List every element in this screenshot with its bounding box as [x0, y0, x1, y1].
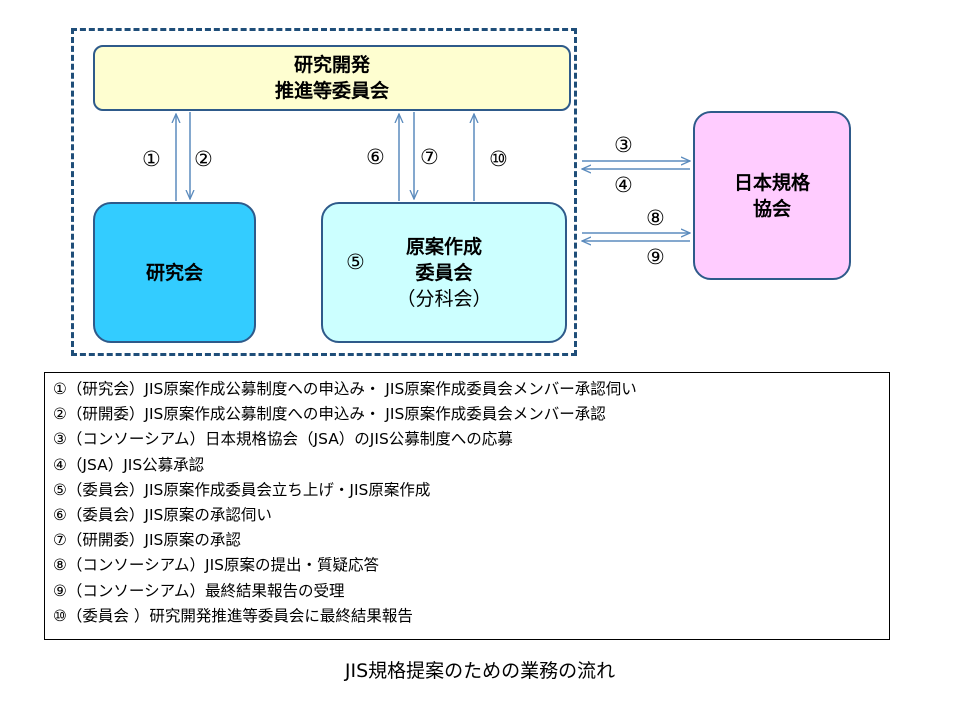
drafting-step-number: ⑤ — [346, 250, 365, 274]
legend-item-2: ②（研開委）JIS原案作成公募制度への申込み・ JIS原案作成委員会メンバー承認 — [53, 405, 606, 424]
arrow-label-8: ⑧ — [646, 206, 665, 230]
arrow-label-2: ② — [194, 147, 213, 171]
legend-item-10: ⑩（委員会 ）研究開発推進等委員会に最終結果報告 — [53, 606, 413, 625]
legend-item-8: ⑧（コンソーシアム）JIS原案の提出・質疑応答 — [53, 556, 379, 575]
legend-item-5: ⑤（委員会）JIS原案作成委員会立ち上げ・JIS原案作成 — [53, 480, 431, 499]
legend-item-7: ⑦（研開委）JIS原案の承認 — [53, 531, 241, 550]
drafting-committee-box: 原案作成 委員会 （分科会） — [321, 202, 567, 343]
arrow-label-3: ③ — [614, 133, 633, 157]
rd-promotion-committee-box: 研究開発 推進等委員会 — [93, 45, 571, 111]
drafting-line-1: 原案作成 — [405, 235, 482, 258]
legend-item-4: ④（JSA）JIS公募承認 — [53, 455, 205, 474]
study-group-label: 研究会 — [145, 261, 203, 284]
committee-line-2: 推進等委員会 — [274, 80, 389, 102]
jsa-box: 日本規格 協会 — [693, 111, 851, 280]
jsa-line-1: 日本規格 — [733, 171, 810, 194]
study-group-box: 研究会 — [93, 202, 256, 343]
arrow-label-6: ⑥ — [366, 145, 385, 169]
legend-box: ①（研究会）JIS原案作成公募制度への申込み・ JIS原案作成委員会メンバー承認… — [44, 372, 890, 640]
jsa-line-2: 協会 — [752, 197, 791, 220]
legend-item-6: ⑥（委員会）JIS原案の承認伺い — [53, 506, 272, 525]
drafting-line-2: 委員会 — [415, 261, 473, 284]
legend-item-9: ⑨（コンソーシアム）最終結果報告の受理 — [53, 581, 345, 600]
arrow-label-7: ⑦ — [420, 145, 439, 169]
arrow-label-4: ④ — [614, 173, 633, 197]
legend-item-3: ③（コンソーシアム）日本規格協会（JSA）のJIS公募制度への応募 — [53, 430, 513, 449]
diagram-caption: JIS規格提案のための業務の流れ — [344, 660, 616, 682]
arrow-label-10: ⑩ — [489, 147, 508, 171]
arrow-label-1: ① — [142, 147, 161, 171]
legend-item-1: ①（研究会）JIS原案作成公募制度への申込み・ JIS原案作成委員会メンバー承認… — [53, 380, 637, 398]
committee-line-1: 研究開発 — [293, 54, 370, 76]
organization-boundary-frame — [71, 28, 577, 356]
arrow-label-9: ⑨ — [646, 245, 665, 269]
drafting-line-3: （分科会） — [396, 287, 492, 310]
